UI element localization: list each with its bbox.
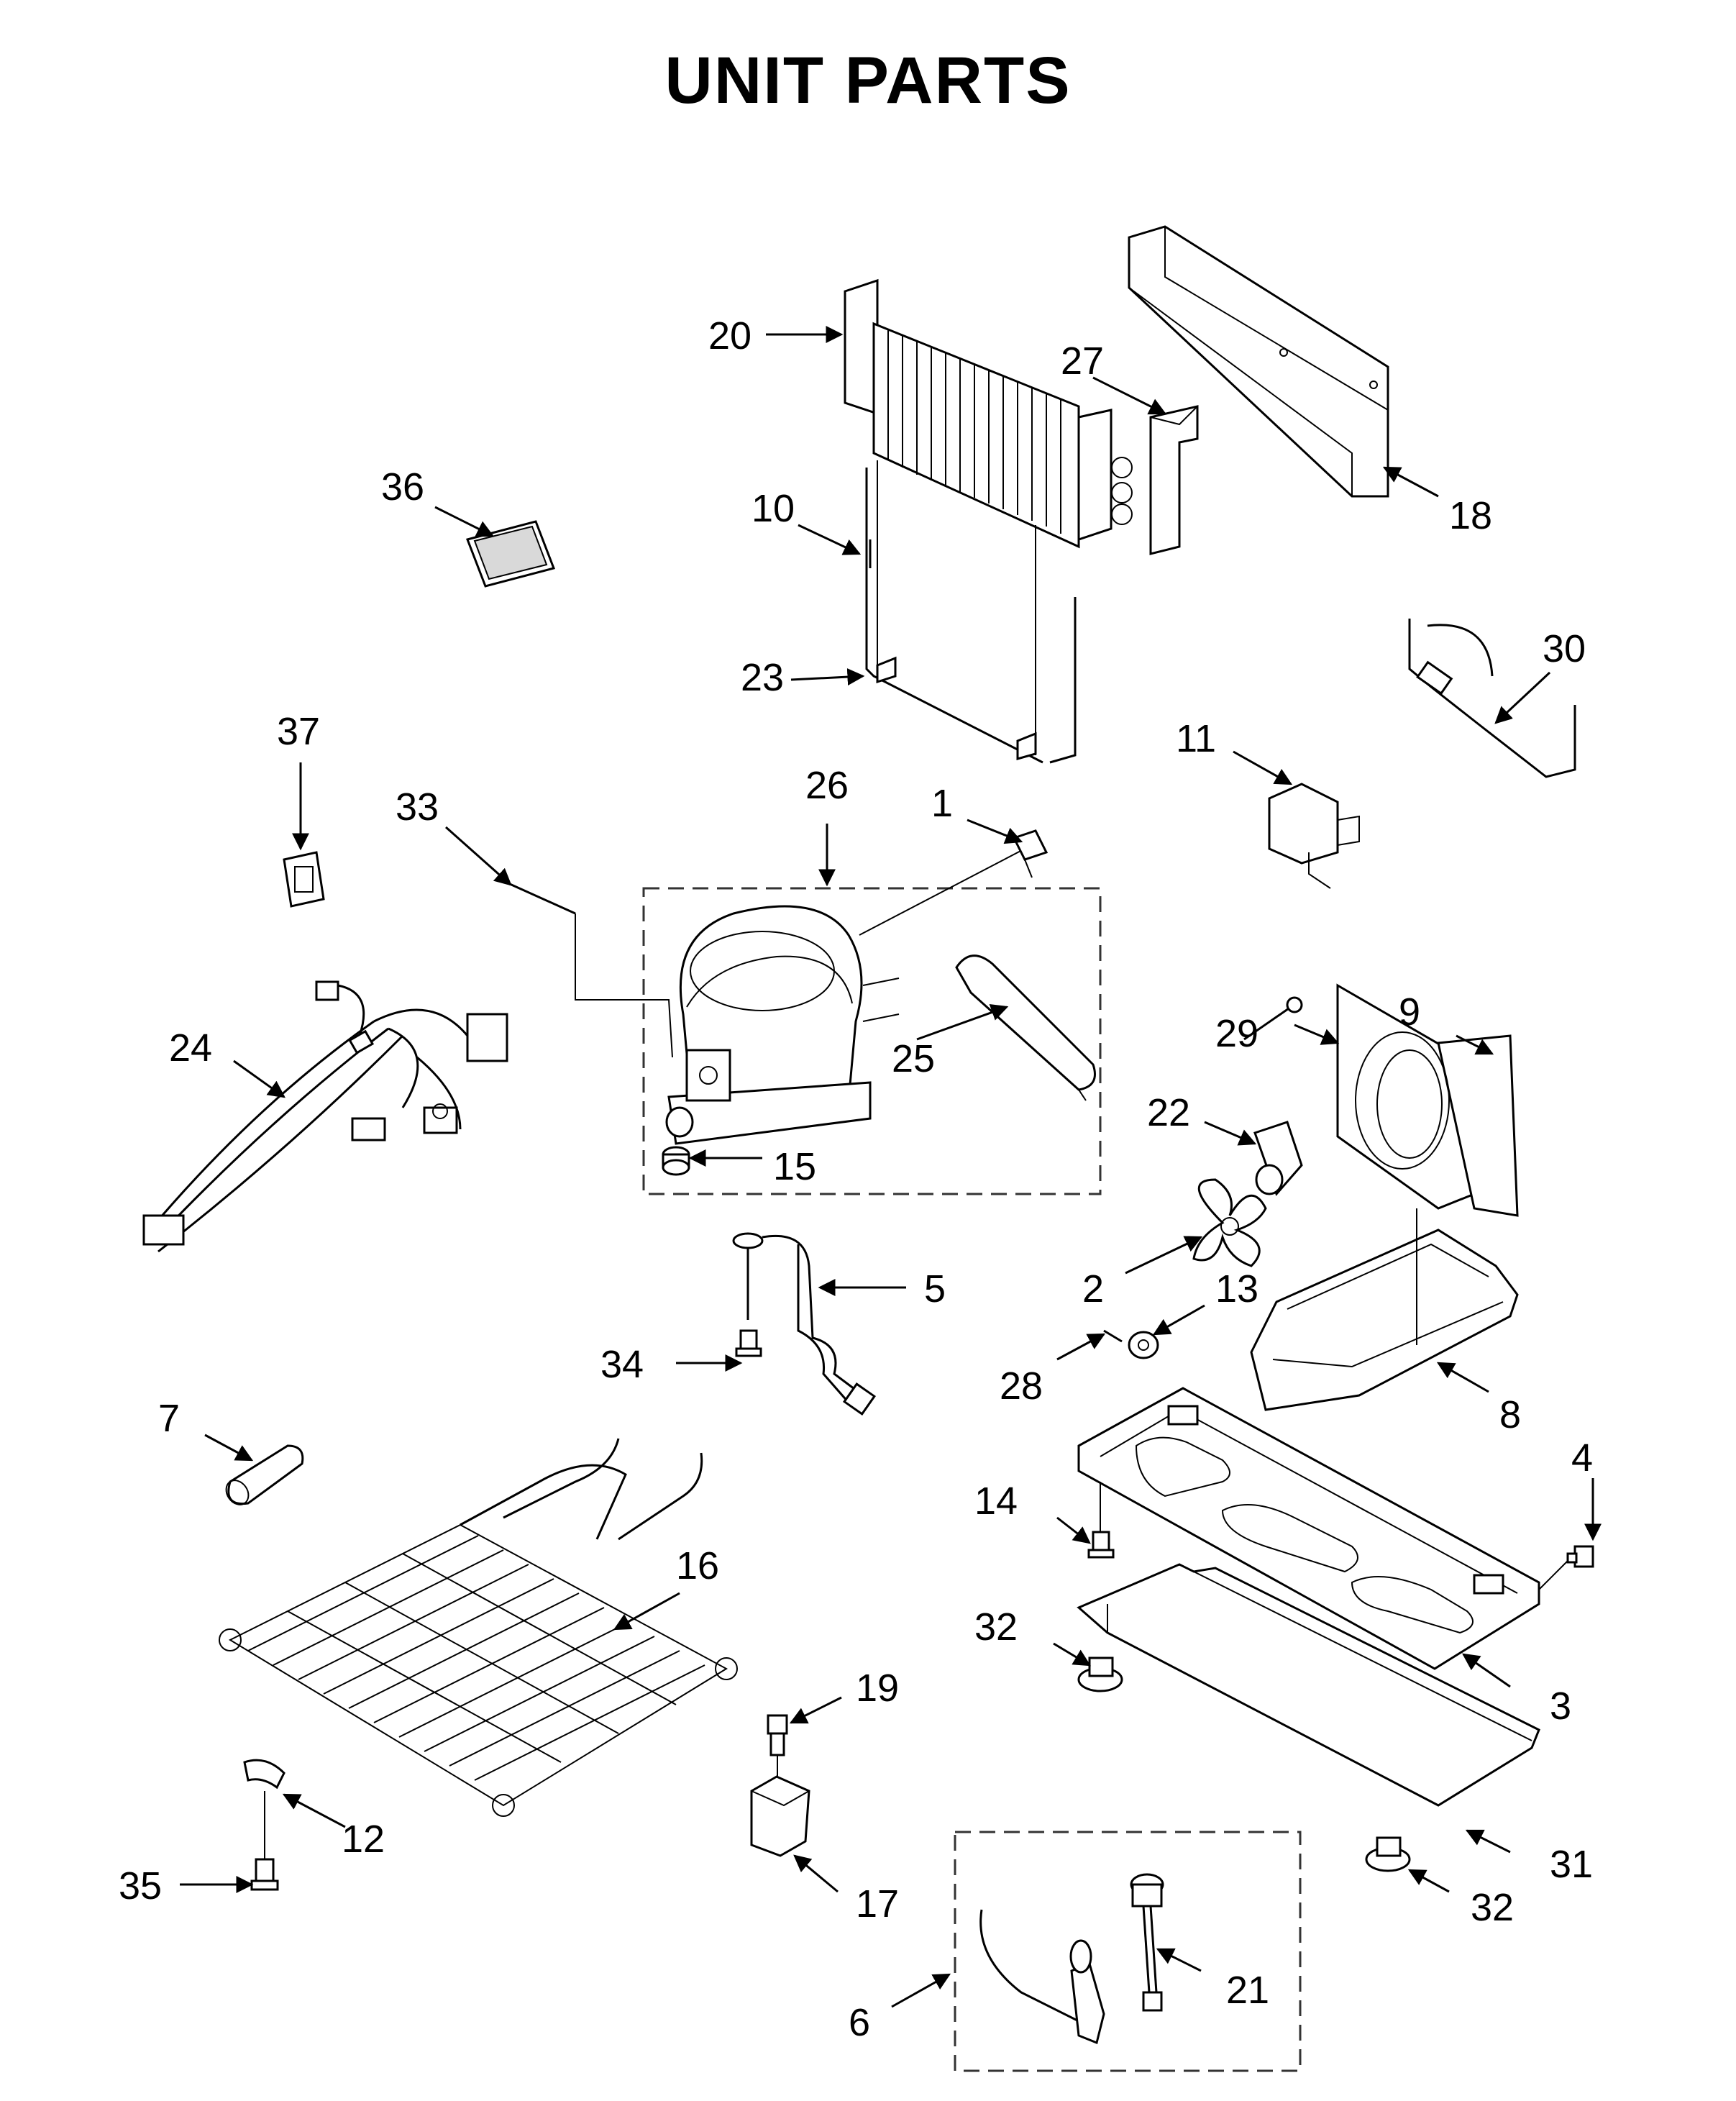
part-36-board [465,520,556,588]
callout-35: 35 [119,1864,162,1908]
callout-26: 26 [805,764,849,807]
part-11-relay [1268,783,1360,889]
callout-25: 25 [892,1037,935,1080]
part-28-pin [1103,1329,1123,1343]
callout-28: 28 [1000,1364,1043,1408]
callout-4: 4 [1571,1436,1593,1480]
callout-21: 21 [1226,1969,1269,2012]
part-9-screw [1243,996,1303,1041]
part-3-base-plate [1077,1387,1540,1670]
part-2-fan-blade [1192,1178,1267,1267]
callout-36: 36 [381,465,424,509]
callout-12: 12 [342,1818,385,1861]
callout-8: 8 [1499,1393,1521,1436]
callout-30: 30 [1543,627,1586,670]
part-18-cover [1128,225,1389,498]
part-21-thermistor [1130,1873,1164,2012]
callout-37: 37 [277,710,320,753]
leader-lines [180,326,1602,2008]
callout-32b: 32 [1471,1886,1514,1929]
part-4-screw [1538,1545,1594,1590]
callout-9: 9 [1399,990,1420,1034]
part-26-compressor [665,848,1025,1145]
part-10-23-tube-assembly [865,460,1077,764]
callout-2: 2 [1082,1267,1104,1311]
callout-16: 16 [676,1544,719,1587]
callout-1: 1 [931,782,953,825]
part-27-bracket [1149,405,1199,555]
sensor-kit-boundary [954,1831,1302,2072]
part-20-condenser [844,278,1133,549]
callout-17: 17 [856,1882,899,1925]
part-17-bracket [750,1775,810,1857]
part-35-screw [250,1858,279,1891]
part-32-foot-a [1077,1656,1123,1692]
callout-33: 33 [396,785,439,829]
callout-13: 13 [1215,1267,1258,1311]
part-24-wire-harness [142,980,508,1253]
part-31-pad [1077,1563,1540,1807]
callout-31: 31 [1550,1843,1593,1886]
part-34-screw [735,1329,762,1357]
callout-10: 10 [751,487,795,530]
callout-7: 7 [158,1397,180,1440]
part-5-drain-tube [732,1232,876,1416]
callout-19: 19 [856,1667,899,1710]
part-29-fan-shroud [1336,983,1519,1217]
callout-3: 3 [1550,1685,1571,1728]
callout-27: 27 [1061,339,1104,383]
part-1-fitting [1012,829,1049,878]
callout-11: 11 [1176,717,1216,760]
part-14-screw [1087,1482,1115,1559]
callout-22: 22 [1147,1091,1190,1134]
page-title: UNIT PARTS [664,44,1072,117]
callout-6: 6 [849,2001,870,2044]
part-32-foot-b [1365,1836,1411,1872]
callout-labels: 20 27 18 36 10 23 30 11 37 33 26 1 25 15… [119,314,1593,2044]
callout-18: 18 [1449,494,1492,537]
part-19-screw [767,1714,788,1784]
part-16-coil [219,1438,738,1817]
part-6-sensor [979,1909,1105,2045]
part-22-fan-motor [1253,1121,1303,1196]
callout-29: 29 [1215,1012,1258,1055]
part-13-bushing [1128,1331,1159,1359]
compressor-kit-boundary [642,887,1102,1195]
callout-23: 23 [741,656,784,699]
callout-15: 15 [773,1145,816,1188]
callout-32a: 32 [974,1605,1018,1649]
part-8-drain-pan [1250,1208,1519,1411]
part-12-clip [243,1759,285,1859]
part-37-clip [283,851,325,908]
part-33-strap [503,880,673,1058]
part-25-drier [955,954,1096,1101]
part-15-grommet [662,1146,690,1176]
part-7-sleeve [225,1444,304,1505]
callout-34: 34 [600,1343,644,1386]
part-30-drier-tube [1408,619,1576,778]
callout-24: 24 [169,1026,212,1070]
callout-5: 5 [924,1267,946,1311]
callout-14: 14 [974,1480,1018,1523]
callout-20: 20 [708,314,751,357]
